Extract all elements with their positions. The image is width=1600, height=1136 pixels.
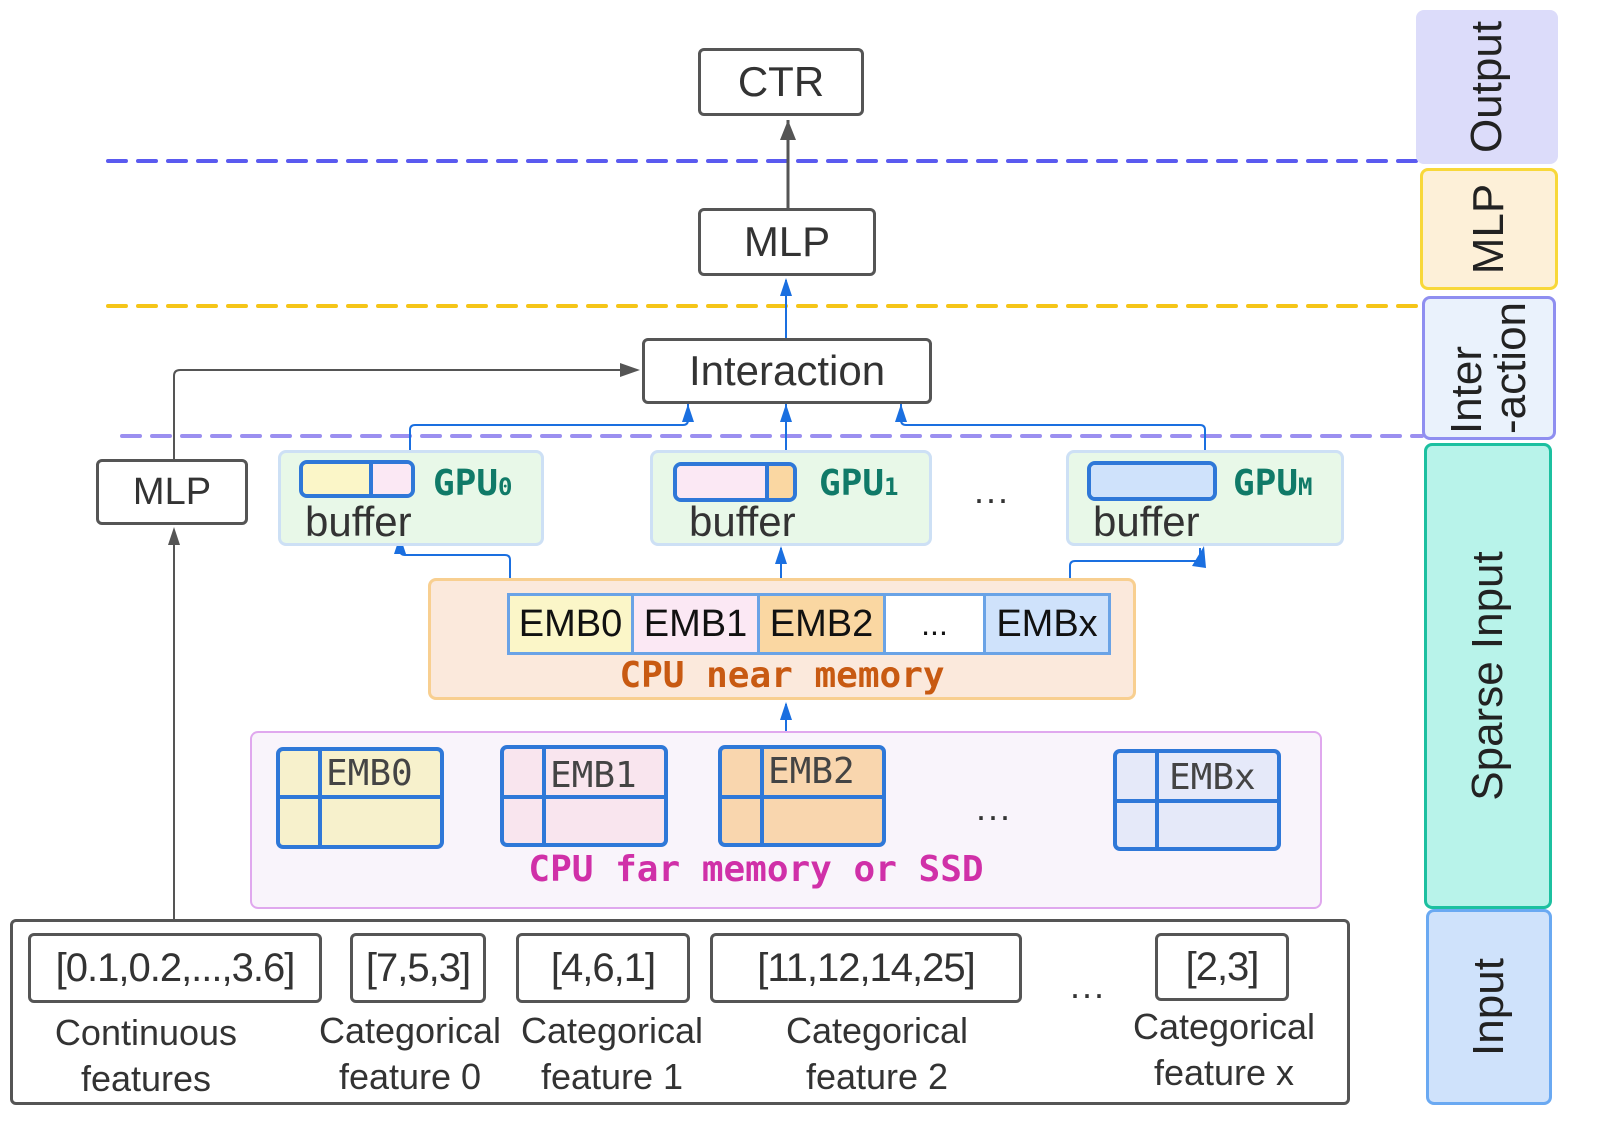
stage-sparse-input: Sparse Input [1424, 443, 1552, 909]
feature-value-categorical-0: [7,5,3] [350, 933, 486, 1003]
arrowhead-interaction-b [780, 404, 792, 422]
feature-value-categorical-2: [11,12,14,25] [710, 933, 1022, 1003]
bottom-mlp-label: MLP [132, 470, 212, 513]
interaction-label: Interaction [688, 347, 886, 394]
far-emb-table-x: EMBx [1113, 749, 1281, 851]
gpu-ellipsis: ... [974, 470, 1011, 511]
cpu-near-memory-label: CPU near memory [619, 655, 945, 696]
gpu-1-buffer-label: buffer [689, 498, 796, 545]
ctr-output-box: CTR [698, 48, 864, 116]
stage-sparse-input-label: Sparse Input [1463, 551, 1512, 801]
arrowhead-interaction-a [682, 404, 694, 422]
top-mlp-label: MLP [743, 218, 831, 265]
gpu-1-buffer-bar [673, 462, 797, 502]
gpu-m-buffer-bar [1087, 461, 1217, 501]
arrowhead-ctr [780, 120, 796, 140]
stage-mlp: MLP [1420, 168, 1558, 290]
ctr-label: CTR [737, 58, 825, 105]
stage-output: Output [1416, 10, 1558, 164]
gpu-0-buffer-label: buffer [305, 498, 412, 545]
gpu-0-buffer-segment-emb0 [303, 464, 373, 494]
near-emb-cell-x: EMBx [986, 596, 1108, 652]
far-emb-table-1: EMB1 [500, 745, 668, 847]
near-emb-cell-1: EMB1 [634, 596, 760, 652]
arrowhead-gpu1 [775, 546, 787, 564]
arrowhead-interaction-left [620, 363, 640, 377]
interaction-box: Interaction [642, 338, 932, 404]
near-memory-embedding-row: EMB0 EMB1 EMB2 ... EMBx [507, 593, 1111, 655]
near-emb-cell-0: EMB0 [510, 596, 634, 652]
arrow-gpum-to-interaction [900, 404, 1206, 452]
arrow-near-to-gpum [1069, 548, 1201, 578]
gpu-0-buffer-segment-emb1 [373, 464, 411, 494]
gpu-1-buffer-segment-emb2 [769, 466, 793, 498]
stage-mlp-label: MLP [1463, 183, 1513, 275]
bottom-mlp-box: MLP [96, 459, 248, 525]
stage-input: Input [1426, 909, 1552, 1105]
gpu-m-buffer-label: buffer [1093, 498, 1200, 545]
arrowhead-bottom-mlp [168, 527, 180, 545]
arrow-bottom-mlp-to-interaction [173, 369, 622, 460]
near-emb-cell-ellipsis: ... [886, 596, 986, 652]
far-emb-table-1-label: EMB1 [550, 755, 637, 796]
stage-interaction-label: Inter -action [1442, 301, 1536, 435]
gpu-1-buffer-segment-emb1 [677, 466, 769, 498]
input-ellipsis: ... [1070, 965, 1107, 1006]
feature-value-continuous: [0.1,0.2,...,3.6] [28, 933, 322, 1003]
stage-interaction: Inter -action [1422, 296, 1556, 440]
cpu-near-memory-panel: EMB0 EMB1 EMB2 ... EMBx CPU near memory [428, 578, 1136, 700]
feature-value-categorical-1: [4,6,1] [516, 933, 690, 1003]
gpu-0-label: GPU0 [433, 463, 513, 504]
gpu-0-buffer-panel: GPU0 buffer [278, 450, 544, 546]
far-emb-table-0: EMB0 [276, 747, 444, 849]
arrowhead-mlp [780, 278, 792, 296]
gpu-m-label: GPUM [1233, 463, 1313, 504]
far-memory-ellipsis: ... [976, 787, 1013, 828]
far-emb-table-x-label: EMBx [1169, 757, 1256, 798]
gpu-m-buffer-segment-embx [1091, 465, 1213, 497]
gpu-m-buffer-panel: GPUM buffer [1066, 450, 1344, 546]
stage-input-label: Input [1464, 958, 1513, 1056]
arrowhead-near [780, 702, 792, 720]
cpu-far-memory-label: CPU far memory or SSD [528, 849, 984, 890]
feature-value-categorical-x: [2,3] [1155, 933, 1289, 1001]
stage-output-label: Output [1462, 20, 1511, 154]
cpu-far-memory-panel: EMB0 EMB1 EMB2 ... EMBx CPU far memory o… [250, 731, 1322, 909]
gpu-0-buffer-bar [299, 460, 415, 498]
top-mlp-box: MLP [698, 208, 876, 276]
arrowhead-gpum [1192, 546, 1206, 568]
far-emb-table-0-label: EMB0 [326, 753, 413, 794]
arrowhead-interaction-c [895, 404, 907, 422]
far-emb-table-2-label: EMB2 [768, 751, 855, 792]
far-emb-table-2: EMB2 [718, 745, 886, 847]
arrow-gpu0-to-interaction [409, 404, 689, 452]
gpu-1-buffer-panel: GPU1 buffer [650, 450, 932, 546]
near-emb-cell-2: EMB2 [760, 596, 886, 652]
gpu-1-label: GPU1 [819, 463, 899, 504]
